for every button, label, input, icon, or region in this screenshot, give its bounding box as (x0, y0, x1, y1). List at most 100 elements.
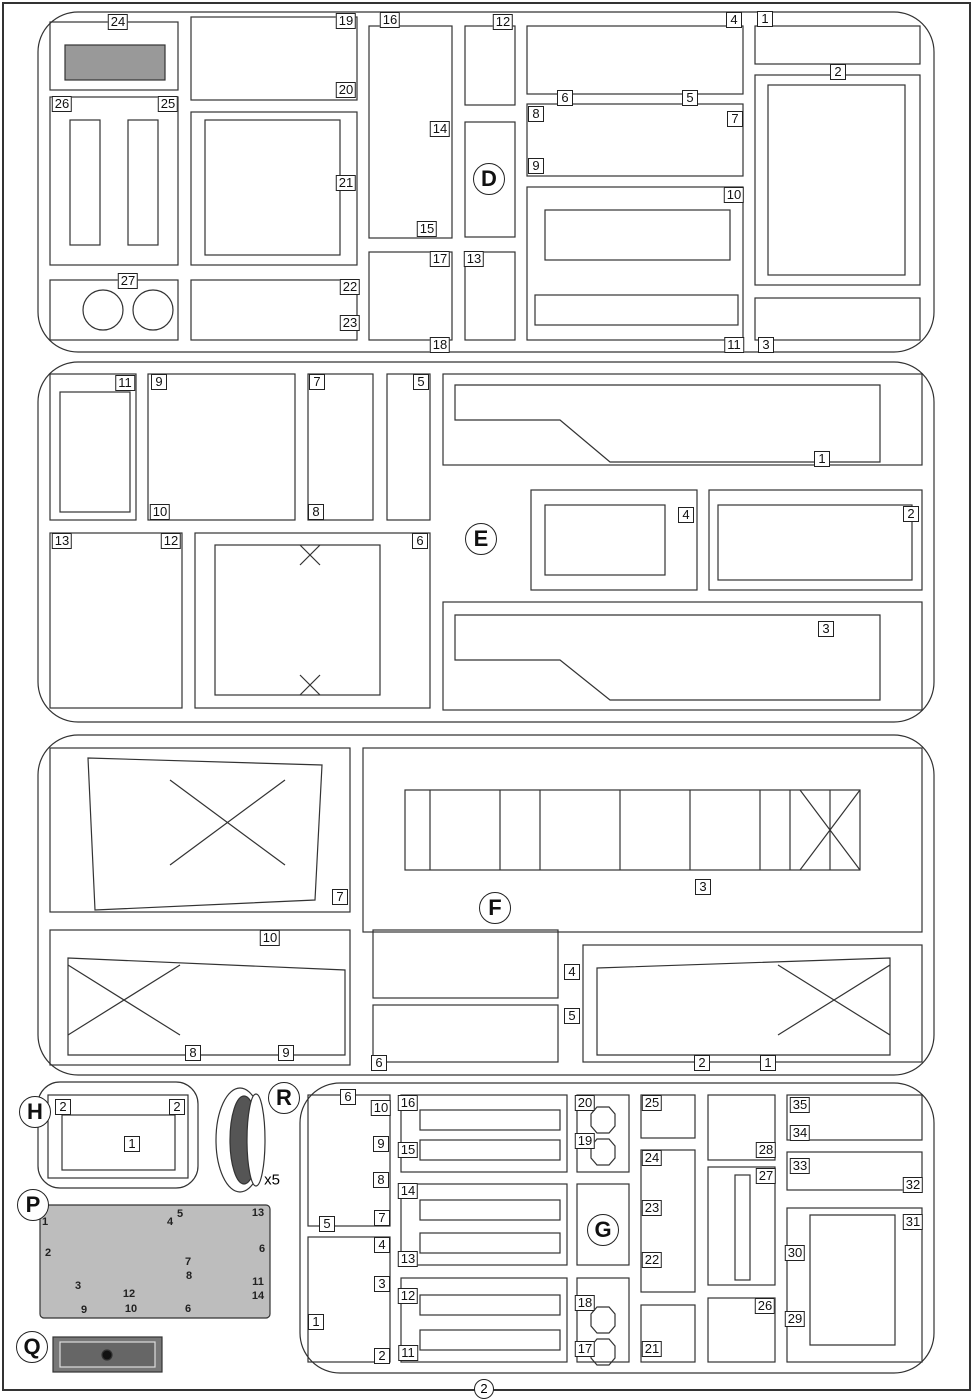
sprue-cell (368, 25, 453, 239)
part-number-d: 12 (492, 14, 514, 30)
part-number-e: 3 (818, 621, 834, 637)
part-number-d: 24 (107, 14, 129, 30)
part-number-g: 21 (641, 1341, 663, 1357)
sprue-cell (307, 373, 374, 521)
part-number-g: 9 (373, 1136, 389, 1152)
part-number-f: 7 (332, 889, 348, 905)
part-number-g: 22 (641, 1252, 663, 1268)
cut-mark (777, 964, 891, 1036)
radiator-part (64, 44, 166, 81)
part-number-d: 18 (429, 337, 451, 353)
part-number-p: 5 (176, 1208, 184, 1220)
part-number-g: 16 (397, 1095, 419, 1111)
sprue-cell (190, 279, 358, 341)
part-number-h: 2 (169, 1099, 185, 1115)
sprue-cell (576, 1277, 630, 1363)
sprue-cell (372, 929, 559, 999)
part-number-g: 20 (574, 1095, 596, 1111)
sprue-cell (464, 121, 516, 238)
sprue-cell (368, 251, 453, 341)
part-number-g: 15 (397, 1142, 419, 1158)
sprue-cell (464, 251, 516, 341)
part-number-g: 19 (574, 1133, 596, 1149)
sprue-cell (582, 944, 923, 1063)
part-number-e: 5 (413, 374, 429, 390)
part-number-g: 5 (319, 1216, 335, 1232)
sprue-cell (190, 16, 358, 101)
cab-floor-part (717, 504, 913, 581)
sprue-cell (400, 1183, 568, 1266)
part-number-f: 2 (694, 1055, 710, 1071)
ladder-chassis-part (404, 789, 861, 871)
part-number-g: 26 (754, 1298, 776, 1314)
sprue-frame-h (37, 1081, 199, 1189)
sprue-cell (707, 1094, 776, 1161)
part-number-d: 17 (429, 251, 451, 267)
sprue-letter-p: P (17, 1189, 49, 1221)
part-number-g: 10 (370, 1100, 392, 1116)
part-number-e: 6 (412, 533, 428, 549)
part-number-e: 9 (151, 374, 167, 390)
seat-part (127, 119, 159, 246)
dashboard-part (214, 544, 381, 696)
part-number-d: 1 (757, 11, 773, 27)
part-number-f: 4 (564, 964, 580, 980)
sprue-letter-h: H (19, 1096, 51, 1128)
page-number: 2 (474, 1379, 494, 1399)
part-number-d: 25 (157, 96, 179, 112)
part-number-g: 17 (574, 1341, 596, 1357)
part-number-g: 2 (374, 1348, 390, 1364)
part-number-g: 31 (902, 1214, 924, 1230)
part-number-g: 33 (789, 1158, 811, 1174)
part-number-g: 28 (755, 1142, 777, 1158)
part-number-p: 12 (122, 1288, 136, 1300)
part-number-f: 9 (278, 1045, 294, 1061)
part-number-g: 6 (340, 1089, 356, 1105)
part-number-d: 2 (830, 64, 846, 80)
sprue-cell (47, 1094, 189, 1179)
sprue-frame-e (37, 361, 935, 723)
sprue-letter-e: E (465, 523, 497, 555)
sprue-cell (194, 532, 431, 709)
part-number-d: 13 (463, 251, 485, 267)
sprue-cell (362, 747, 923, 933)
part-number-g: 24 (641, 1150, 663, 1166)
chassis-part (534, 294, 739, 326)
part-number-g: 14 (397, 1183, 419, 1199)
sprue-cell (49, 96, 179, 266)
part-number-d: 27 (117, 273, 139, 289)
hex-part (590, 1106, 616, 1134)
part-number-p: 2 (44, 1247, 52, 1259)
part-number-p: 9 (80, 1304, 88, 1316)
part-number-f: 5 (564, 1008, 580, 1024)
part-number-g: 29 (784, 1311, 806, 1327)
part-number-d: 14 (429, 121, 451, 137)
sprue-letter-d: D (473, 163, 505, 195)
chassis-part (544, 209, 731, 261)
sprue-cell (386, 373, 431, 521)
part-number-e: 12 (160, 533, 182, 549)
part-number-d: 10 (723, 187, 745, 203)
part-number-d: 8 (528, 106, 544, 122)
part-number-p: 4 (166, 1216, 174, 1228)
part-number-g: 27 (755, 1168, 777, 1184)
cut-mark (67, 964, 181, 1036)
cut-mark (299, 544, 321, 566)
hex-part (590, 1338, 616, 1366)
part-number-g: 3 (374, 1276, 390, 1292)
fuel-tank-part (59, 391, 131, 513)
part-number-d: 22 (339, 279, 361, 295)
clear-part-dot (101, 1349, 113, 1361)
sprue-cell (442, 601, 923, 711)
part-number-d: 7 (727, 111, 743, 127)
steering-wheel (132, 289, 174, 331)
tarp-part (87, 757, 323, 911)
sprue-cell (400, 1277, 568, 1363)
part-number-g: 34 (789, 1125, 811, 1141)
sprue-letter-g: G (587, 1214, 619, 1246)
part-number-g: 25 (641, 1095, 663, 1111)
sprue-letter-r: R (268, 1082, 300, 1114)
part-number-p: 13 (251, 1207, 265, 1219)
